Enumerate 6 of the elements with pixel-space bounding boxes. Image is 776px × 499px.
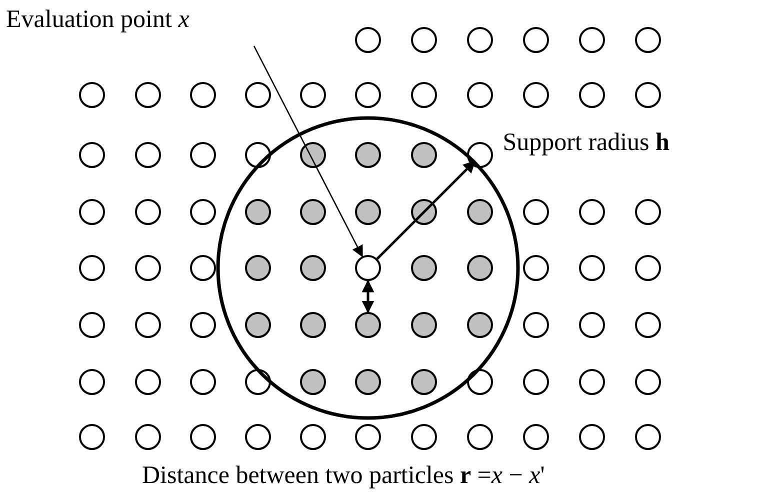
- arrow: [253, 46, 363, 258]
- arrow: [362, 280, 374, 314]
- arrow: [376, 160, 476, 260]
- particle: [355, 255, 381, 281]
- particle: [355, 312, 381, 338]
- edge-label: Support radius h: [502, 129, 670, 158]
